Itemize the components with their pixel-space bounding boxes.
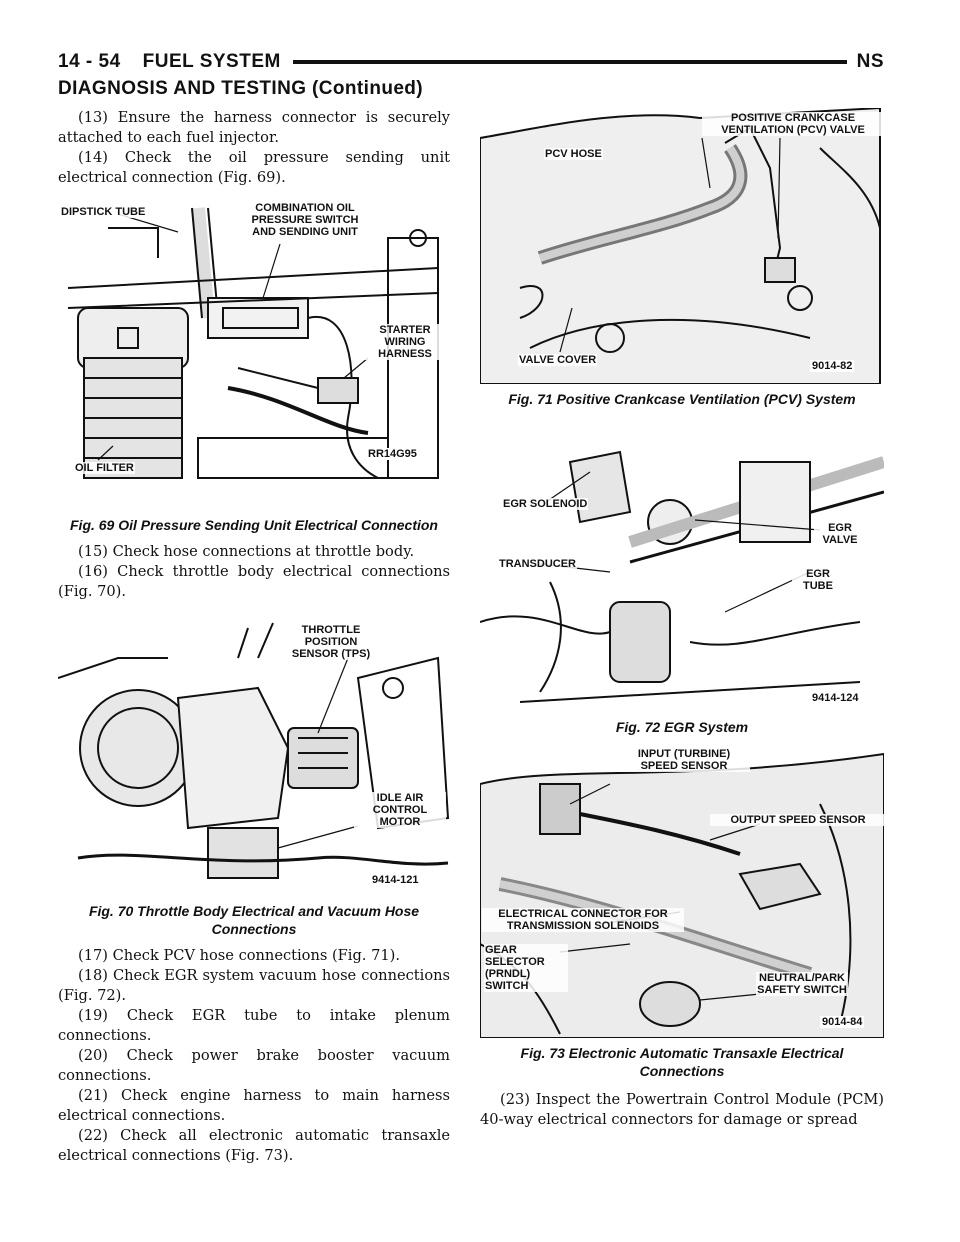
step-16: (16) Check throttle body electrical conn… (58, 563, 450, 600)
figure-73: INPUT (TURBINE) SPEED SENSOR OUTPUT SPEE… (480, 744, 886, 1080)
figure-69-caption: Fig. 69 Oil Pressure Sending Unit Electr… (70, 517, 438, 533)
left-column: (13) Ensure the harness connector is sec… (58, 108, 450, 1166)
running-title: DIAGNOSIS AND TESTING (Continued) (58, 78, 424, 99)
step-20: (20) Check power brake booster vacuum co… (58, 1047, 450, 1084)
label-oil-filter: OIL FILTER (74, 462, 135, 474)
label-neutral-park-switch: NEUTRAL/PARK SAFETY SWITCH (756, 972, 848, 996)
step-23: (23) Inspect the Powertrain Control Modu… (480, 1091, 884, 1128)
figure-69: DIPSTICK TUBE COMBINATION OIL PRESSURE S… (58, 198, 450, 534)
figure-71-caption: Fig. 71 Positive Crankcase Ventilation (… (508, 391, 856, 407)
figure-72-caption: Fig. 72 EGR System (615, 719, 749, 735)
page-number: 14 - 54 (58, 51, 121, 72)
label-idle-air-control: IDLE AIR CONTROL MOTOR (354, 792, 446, 828)
throttle-body-illustration (58, 618, 450, 896)
step-14: (14) Check the oil pressure sending unit… (58, 149, 450, 186)
figure-id-70: 9414-121 (370, 874, 421, 886)
section-title: FUEL SYSTEM (142, 51, 281, 72)
figure-72: EGR SOLENOID EGR VALVE TRANSDUCER EGR TU… (480, 422, 884, 736)
figure-id-71: 9014-82 (810, 360, 855, 372)
label-input-speed-sensor: INPUT (TURBINE) SPEED SENSOR (618, 748, 750, 772)
figure-70: THROTTLE POSITION SENSOR (TPS) IDLE AIR … (58, 618, 450, 938)
header-rule (292, 60, 847, 64)
figure-73-caption: Fig. 73 Electronic Automatic Transaxle E… (520, 1045, 844, 1079)
step-19: (19) Check EGR tube to intake plenum con… (58, 1007, 450, 1044)
label-pcv-hose: PCV HOSE (544, 148, 603, 160)
label-combination-switch: COMBINATION OIL PRESSURE SWITCH AND SEND… (238, 202, 372, 238)
label-gear-selector: GEAR SELECTOR (PRNDL) SWITCH (484, 944, 568, 992)
figure-id-72: 9414-124 (810, 692, 861, 704)
step-13: (13) Ensure the harness connector is sec… (58, 109, 450, 146)
label-dipstick-tube: DIPSTICK TUBE (60, 206, 147, 218)
figure-id-73: 9014-84 (820, 1016, 865, 1028)
label-valve-cover: VALVE COVER (518, 354, 598, 366)
label-starter-harness: STARTER WIRING HARNESS (364, 324, 446, 360)
pcv-illustration (480, 108, 884, 384)
right-column: POSITIVE CRANKCASE VENTILATION (PCV) VAL… (480, 108, 886, 1130)
label-egr-solenoid: EGR SOLENOID (502, 498, 589, 510)
figure-id-69: RR14G95 (366, 448, 419, 460)
model-code: NS (856, 51, 884, 72)
page-header: 14 - 54 FUEL SYSTEM NS (58, 44, 884, 80)
step-21: (21) Check engine harness to main harnes… (58, 1087, 450, 1124)
step-17: (17) Check PCV hose connections (Fig. 71… (78, 947, 400, 964)
label-pcv-valve: POSITIVE CRANKCASE VENTILATION (PCV) VAL… (702, 112, 884, 136)
label-tps: THROTTLE POSITION SENSOR (TPS) (280, 624, 382, 660)
label-output-speed-sensor: OUTPUT SPEED SENSOR (710, 814, 886, 826)
label-egr-valve: EGR VALVE (814, 522, 866, 546)
figure-70-caption: Fig. 70 Throttle Body Electrical and Vac… (88, 903, 420, 937)
step-18: (18) Check EGR system vacuum hose connec… (58, 967, 450, 1004)
step-15: (15) Check hose connections at throttle … (78, 543, 415, 560)
step-22: (22) Check all electronic automatic tran… (58, 1127, 450, 1164)
label-electrical-connector: ELECTRICAL CONNECTOR FOR TRANSMISSION SO… (482, 908, 684, 932)
label-egr-tube: EGR TUBE (792, 568, 844, 592)
figure-71: POSITIVE CRANKCASE VENTILATION (PCV) VAL… (480, 108, 884, 408)
label-transducer: TRANSDUCER (498, 558, 577, 570)
